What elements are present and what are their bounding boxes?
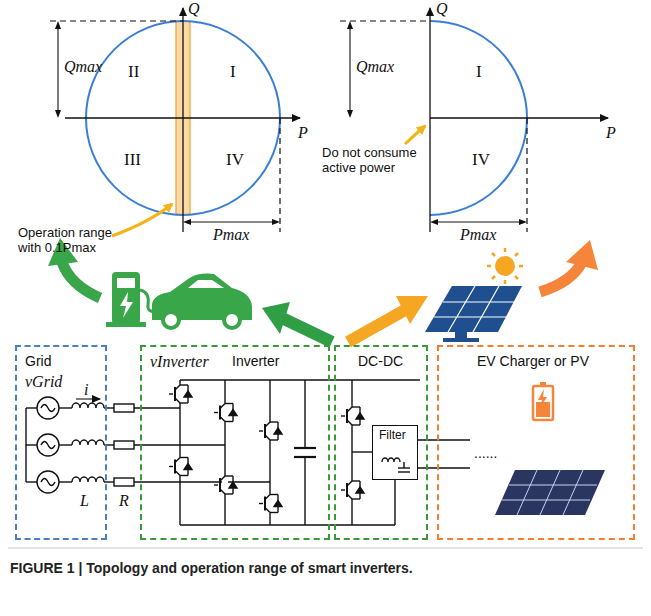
quadrant-number: I <box>230 62 236 82</box>
region-label: Grid <box>25 353 51 369</box>
dashed-region: DC-DC Filter <box>334 345 428 540</box>
region-label: DC-DC <box>358 353 403 369</box>
quadrant-number: IV <box>226 150 244 170</box>
axis-label: ...... <box>474 445 497 461</box>
axis-label: P <box>298 124 308 142</box>
figure-caption: FIGURE 1 | Topology and operation range … <box>10 560 640 576</box>
axis-label: Pmax <box>213 226 249 244</box>
region-label: vInverter <box>150 353 209 371</box>
ev-icon <box>106 272 252 328</box>
note-label: Operation range with 0.1Pmax <box>18 226 118 256</box>
note-label: Do not consume active power <box>322 146 418 176</box>
axis-label: P <box>606 124 616 142</box>
filter-label: Filter <box>379 429 406 443</box>
axis-label: Qmax <box>64 58 102 76</box>
region-label: EV Charger or PV <box>477 353 589 369</box>
quadrant-number: I <box>476 62 482 82</box>
quadrant-number: II <box>128 62 139 82</box>
axis-label: R <box>119 492 129 510</box>
axis-label: Pmax <box>460 226 496 244</box>
pv-icon <box>425 248 523 342</box>
battery-icon <box>533 382 553 420</box>
dashed-region: Grid vGrid <box>15 345 107 540</box>
axis-label: Qmax <box>356 58 394 76</box>
region-label: vGrid <box>25 373 62 391</box>
axis-label: Q <box>188 0 200 18</box>
filter-box: Filter <box>372 425 418 480</box>
dashed-region: vInverter Inverter <box>140 345 330 540</box>
quadrant-number: III <box>124 150 141 170</box>
axis-label: L <box>80 492 89 510</box>
region-label: Inverter <box>232 353 279 369</box>
dashed-region: EV Charger or PV <box>437 345 635 540</box>
quadrant-number: IV <box>472 150 490 170</box>
circuit <box>26 380 470 525</box>
axis-label: i <box>84 381 88 399</box>
axis-label: Q <box>436 0 448 18</box>
panel-icon <box>495 470 605 515</box>
